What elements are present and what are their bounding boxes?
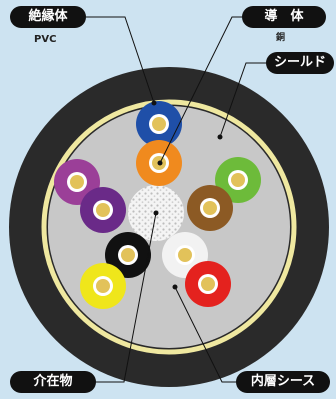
dot-filler [153, 210, 159, 216]
dot-shield [217, 134, 223, 140]
leader-shield [219, 62, 266, 138]
leader-inner-sheath [174, 286, 236, 383]
core-blue [136, 101, 182, 147]
core-red [185, 261, 231, 307]
label-insulator-material: PVC [34, 34, 57, 45]
core-yellow [80, 263, 126, 309]
label-shield: シールド [266, 52, 334, 74]
shield-ring [41, 99, 297, 355]
label-conductor: 導 体 [242, 6, 326, 28]
label-insulator: 絶縁体 [10, 6, 86, 28]
core-green [215, 157, 261, 203]
leader-insulator [86, 16, 155, 104]
dot-insulator [151, 100, 157, 106]
leader-conductor [159, 16, 242, 164]
label-filler: 介在物 [10, 371, 96, 393]
label-conductor-material: 銅 [276, 33, 286, 43]
leader-filler [96, 212, 157, 383]
core-black [105, 232, 151, 278]
core-brown [187, 185, 233, 231]
dot-conductor [157, 160, 163, 166]
dot-inner-sheath [172, 284, 178, 290]
label-inner-sheath: 内層シース [236, 371, 330, 393]
core-purple-dark [80, 187, 126, 233]
